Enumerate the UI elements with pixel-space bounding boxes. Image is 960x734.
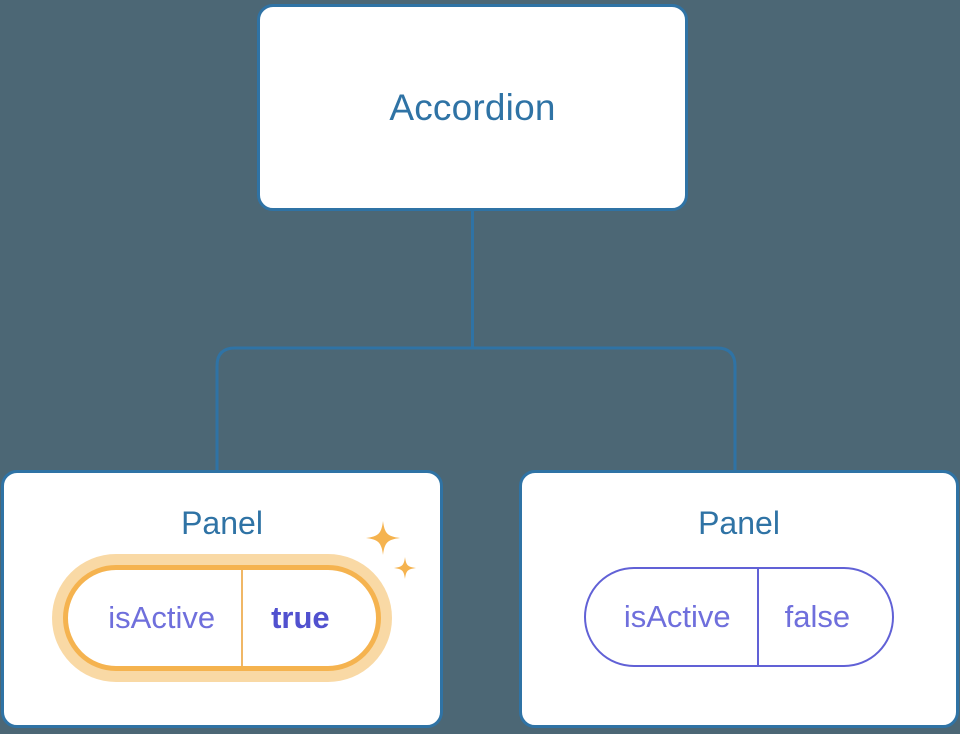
tree-node-panel-0[interactable]: Panel isActive true <box>1 470 443 728</box>
prop-value: true <box>241 570 376 666</box>
prop-key: isActive <box>623 599 731 634</box>
prop-value: false <box>756 569 892 665</box>
prop-key: isActive <box>108 600 216 635</box>
tree-node-panel-1[interactable]: Panel isActive false <box>519 470 959 728</box>
prop-pill-isactive-false[interactable]: isActive false <box>583 567 895 667</box>
tree-node-accordion[interactable]: Accordion <box>257 4 688 211</box>
prop-pill-wrapper-0: isActive true <box>52 521 416 682</box>
node-title: Panel <box>698 505 780 541</box>
node-title: Accordion <box>389 87 556 128</box>
prop-pill-isactive-true[interactable]: isActive true <box>63 565 381 671</box>
sparkle-small-icon <box>393 557 416 579</box>
connector-branch-bar <box>215 346 737 470</box>
node-title: Panel <box>181 505 263 541</box>
prop-pill-wrapper-1: isActive false <box>583 567 895 667</box>
